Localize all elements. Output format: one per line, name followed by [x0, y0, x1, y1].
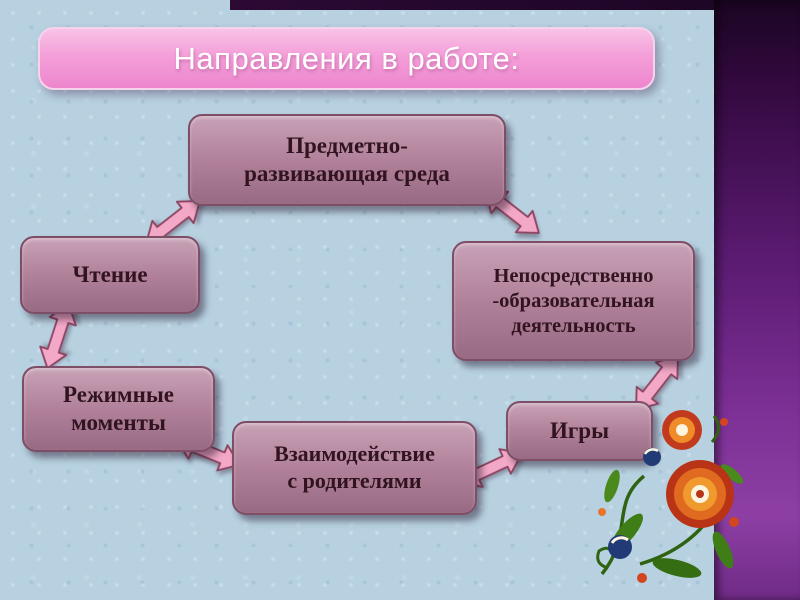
- top-border-strip: [230, 0, 800, 10]
- node-educational-activity: Непосредственно -образовательная деятель…: [452, 241, 695, 361]
- node-parent-interaction: Взаимодействие с родителями: [232, 421, 477, 515]
- node-games: Игры: [506, 401, 653, 461]
- slide-title: Направления в работе:: [173, 40, 520, 76]
- node-subject-environment: Предметно- развивающая среда: [188, 114, 506, 206]
- floral-ornament: [596, 410, 744, 583]
- node-regime-moments: Режимные моменты: [22, 366, 215, 452]
- node-reading: Чтение: [20, 236, 200, 314]
- slide-title-banner: Направления в работе:: [38, 27, 655, 90]
